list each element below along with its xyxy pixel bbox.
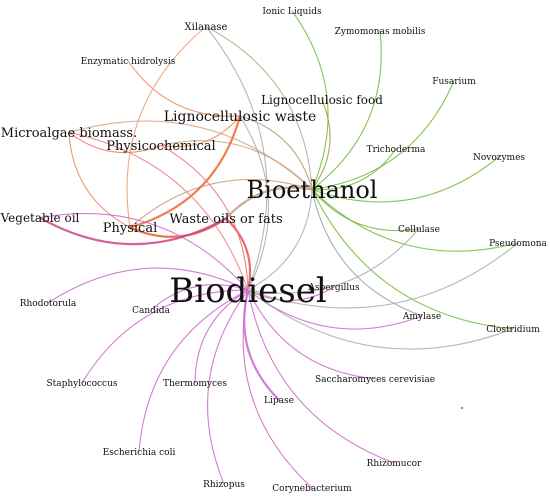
node-label-amylase: Amylase — [402, 312, 441, 322]
node-label-zymomonas: Zymomonas mobilis — [335, 27, 426, 37]
edge-bioethanol-ligno_food — [311, 99, 331, 191]
edge-biodiesel-rhodotorula — [47, 267, 249, 304]
node-label-physical: Physical — [103, 221, 157, 236]
edge-biodiesel-physicochemical — [160, 144, 249, 291]
node-label-physicochemical: Physicochemical — [106, 139, 215, 154]
node-label-ionic: Ionic Liquids — [262, 7, 322, 17]
edge-biodiesel-clostridium — [247, 289, 514, 350]
edge-bioethanol-novozymes — [311, 156, 500, 203]
edge-biodiesel-bioethanol — [247, 189, 313, 291]
node-label-saccharomyces: Saccharomyces cerevisiae — [315, 375, 435, 385]
node-label-biodiesel: Biodiesel — [169, 271, 327, 311]
edge-microalgae-physicochemical — [68, 131, 162, 154]
node-label-clostridium: Clostridium — [486, 325, 540, 335]
edge-biodiesel-waste_oils — [224, 217, 252, 292]
node-label-rhizopus: Rhizopus — [203, 480, 245, 490]
edge-bioethanol-ligno_waste — [239, 115, 313, 191]
node-label-escherichia: Escherichia coli — [103, 448, 176, 458]
edge-bioethanol-amylase — [311, 189, 423, 317]
node-label-aspergillus: Aspergillus — [307, 283, 360, 293]
edge-physicochemical-ligno_waste — [160, 115, 241, 148]
node-label-candida: Candida — [132, 306, 170, 316]
node-label-rhodotorula: Rhodotorula — [20, 299, 77, 309]
edge-bioethanol-zymomonas — [311, 30, 382, 191]
edge-biodiesel-xilanase — [205, 25, 268, 291]
label-layer: Biodiesel Bioethanol Ionic LiquidsXilanase… — [0, 7, 548, 494]
node-label-waste-oils: Waste oils or fats — [169, 212, 282, 227]
edge-microalgae-physical — [68, 131, 131, 228]
node-label-trichoderma: Trichoderma — [367, 145, 426, 155]
edge-biodiesel-saccharomyces — [247, 289, 376, 380]
edge-bioethanol-pseudomona — [311, 189, 519, 252]
edge-biodiesel-candida — [150, 284, 249, 311]
edge-biodiesel-escherichia — [138, 289, 249, 453]
edge-biodiesel-lipase — [243, 289, 281, 401]
edge-biodiesel-rhizopus — [207, 289, 249, 485]
edge-bioethanol-trichoderma — [311, 148, 397, 191]
edge-bioethanol-ionic — [291, 10, 329, 191]
node-label-microalgae: Microalgae biomass. — [1, 126, 137, 141]
stray-dot — [460, 406, 464, 410]
node-label-vegetable: Vegetable oil — [0, 211, 80, 225]
edge-bioethanol-waste_oils — [224, 186, 314, 220]
edge-bioethanol-fusarium — [311, 80, 455, 191]
edge-biodiesel-cellulase — [247, 228, 420, 294]
node-label-pseudomona: Pseudomona — [489, 239, 547, 249]
node-label-cellulase: Cellulase — [398, 225, 440, 235]
edge-biodiesel-ligno_waste — [239, 115, 269, 291]
node-label-staphylococcus: Staphylococcus — [46, 379, 117, 389]
edge-bioethanol-cellulase — [311, 189, 420, 232]
edge-biodiesel-staphylococcus — [81, 289, 249, 384]
node-label-novozymes: Novozymes — [473, 153, 525, 163]
edge-biodiesel-thermomyces — [194, 289, 249, 384]
edge-bioethanol-physical — [129, 179, 313, 228]
node-label-lipase: Lipase — [264, 396, 294, 406]
node-label-bioethanol: Bioethanol — [247, 176, 378, 204]
edge-biodiesel-vegetable — [39, 213, 249, 291]
edge-biodiesel-microalgae — [68, 131, 249, 291]
node-label-thermomyces: Thermomyces — [163, 379, 227, 389]
edge-bioethanol-clostridium — [311, 189, 514, 330]
edge-bioethanol-xilanase — [205, 25, 313, 191]
edge-vegetable-waste_oils — [38, 216, 228, 246]
edge-bioethanol-microalgae — [68, 120, 313, 191]
node-label-ligno-food: Lignocellulosic food — [261, 93, 383, 107]
edge-physical-ligno_waste — [128, 115, 242, 229]
node-label-fusarium: Fusarium — [432, 77, 476, 87]
edge-enzymatic-ligno_waste — [127, 60, 241, 117]
edge-xilanase-physical — [126, 25, 207, 228]
node-label-xilanase: Xilanase — [185, 22, 228, 33]
node-label-enzymatic: Enzymatic hidrolysis — [81, 57, 176, 67]
node-label-ligno-waste: Lignocellulosic waste — [164, 109, 317, 125]
edge-biodiesel-aspergillus — [247, 286, 335, 302]
edge-bioethanol-physicochemical — [160, 140, 313, 191]
edge-layer — [38, 10, 519, 489]
edge-biodiesel-rhizomucor — [247, 289, 395, 464]
node-label-corynebacterium: Corynebacterium — [272, 484, 352, 494]
edge-biodiesel-pseudomona — [247, 242, 519, 309]
node-label-rhizomucor: Rhizomucor — [367, 459, 422, 469]
